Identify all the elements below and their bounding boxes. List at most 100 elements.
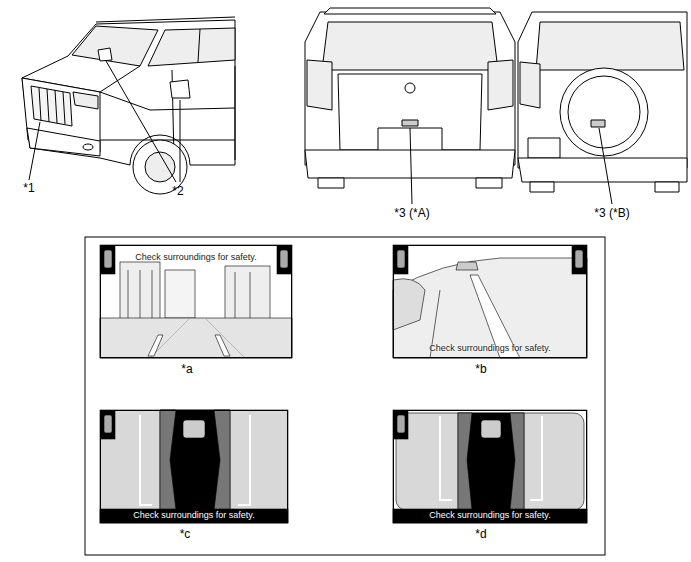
monitor-screen-top-view (183, 420, 205, 438)
vehicle-front-illustration (145, 152, 175, 182)
monitor-screen-top-view (140, 415, 250, 505)
monitor-screen-side-view (393, 245, 587, 358)
monitor-screen-side-view (572, 246, 586, 274)
monitor-screen-front-view (100, 245, 292, 358)
monitor-screen-side-view (575, 250, 583, 268)
vehicle-rear-illustration (488, 60, 513, 110)
vehicle-rear-spare-tire-illustration (518, 158, 687, 182)
vehicle-rear-illustration (305, 8, 515, 188)
vehicle-front-illustration (100, 140, 235, 141)
screen-message: Check surroundings for safety. (394, 510, 586, 521)
vehicle-rear-spare-tire-illustration (560, 68, 648, 156)
vehicle-front-illustration (198, 29, 200, 62)
vehicle-rear-spare-tire-illustration (591, 120, 605, 127)
monitor-screen-side-view (393, 245, 587, 358)
vehicle-front-illustration (83, 144, 93, 150)
callout-number: *d (475, 527, 486, 541)
vehicle-rear-illustration (307, 60, 332, 110)
callout-number: *3 (*B) (594, 206, 629, 220)
screen-message: Check surroundings for safety. (101, 510, 287, 521)
vehicle-rear-spare-tire-illustration (568, 76, 640, 148)
vehicle-rear-illustration (305, 150, 515, 178)
screen-group-frame (85, 237, 605, 555)
monitor-screen: Check surroundings for safety. (100, 410, 288, 523)
vehicle-rear-illustration (322, 22, 498, 70)
leader-line (180, 100, 181, 182)
monitor-screen: Check surroundings for safety. (393, 410, 587, 523)
monitor-screen-top-view (160, 410, 176, 510)
vehicle-front-illustration (22, 17, 235, 194)
monitor-screen-front-view (165, 270, 195, 318)
monitor-screen-front-view (100, 318, 292, 358)
monitor-screen-front-view (101, 246, 115, 274)
leader-line (410, 128, 412, 204)
vehicle-front-illustration (39, 88, 65, 124)
callout-number: *1 (23, 181, 34, 195)
monitor-screen-top-view (396, 413, 584, 510)
monitor-screen-top-view (510, 413, 524, 510)
monitor-screen-top-view (100, 410, 288, 523)
monitor-screen-top-view (393, 410, 587, 523)
vehicle-front-illustration (73, 92, 98, 109)
monitor-screen-front-view (280, 250, 288, 268)
vehicle-rear-spare-tire-illustration (528, 138, 560, 158)
vehicle-rear-spare-tire-illustration (518, 12, 687, 168)
monitor-screen-front-view (104, 250, 112, 268)
vehicle-rear-illustration (402, 120, 418, 126)
monitor-screen-front-view (225, 266, 270, 322)
callout-number: *b (475, 362, 486, 376)
monitor-screen-top-view (104, 415, 112, 433)
leader-line (599, 128, 612, 204)
leader-line (29, 61, 612, 204)
vehicle-rear-illustration (405, 83, 415, 93)
vehicle-rear-illustration (324, 8, 496, 14)
monitor-screen-top-view (458, 413, 524, 510)
monitor-screen-top-view (458, 413, 472, 510)
vehicle-rear-illustration (318, 178, 344, 188)
screen-message: Check surroundings for safety. (101, 252, 291, 263)
leader-line (106, 61, 176, 182)
monitor-screen-top-view (440, 416, 542, 500)
monitor-screen-side-view (393, 258, 587, 358)
vehicle-front-illustration (100, 92, 235, 110)
vehicle-rear-illustration (476, 178, 502, 188)
monitor-screen-top-view (393, 509, 587, 523)
vehicle-front-illustration (72, 26, 158, 66)
vehicle-rear-spare-tire-illustration (520, 62, 540, 108)
vehicle-front-illustration (31, 86, 72, 126)
monitor-screen-front-view (150, 318, 245, 358)
callout-number: *c (180, 527, 191, 541)
callout-number: *a (181, 362, 192, 376)
callout-number: *2 (172, 184, 183, 198)
monitor-screen-top-view (100, 410, 288, 523)
monitor-screen: Check surroundings for safety. (393, 245, 587, 358)
monitor-screen-front-view (277, 246, 291, 274)
monitor-screen-front-view (215, 335, 230, 356)
vehicle-rear-spare-tire-illustration (518, 12, 687, 192)
monitor-screen: Check surroundings for safety. (100, 245, 292, 358)
monitor-screen-side-view (397, 250, 405, 268)
callout-number: *3 (*A) (394, 206, 429, 220)
monitor-screen-top-view (100, 509, 288, 523)
vehicle-front-illustration (148, 28, 235, 66)
vehicle-front-illustration (172, 66, 235, 160)
monitor-screen-side-view (393, 279, 425, 330)
monitor-screen-top-view (394, 411, 408, 439)
vehicle-rear-spare-tire-illustration (530, 182, 554, 192)
vehicle-front-illustration (170, 80, 190, 98)
monitor-screen-top-view (160, 410, 230, 510)
monitor-screen-front-view (148, 335, 163, 356)
leader-line (29, 122, 40, 180)
screen-message: Check surroundings for safety. (394, 343, 586, 354)
vehicle-front-illustration (98, 48, 112, 61)
vehicle-rear-spare-tire-illustration (655, 182, 679, 192)
vehicle-front-illustration (22, 20, 235, 165)
monitor-screen-side-view (456, 262, 478, 270)
monitor-screen-front-view (100, 245, 292, 358)
monitor-screen-top-view (214, 410, 230, 510)
monitor-screen-top-view (101, 411, 115, 439)
monitor-screen-top-view (397, 415, 405, 433)
monitor-screen-top-view (393, 410, 587, 523)
